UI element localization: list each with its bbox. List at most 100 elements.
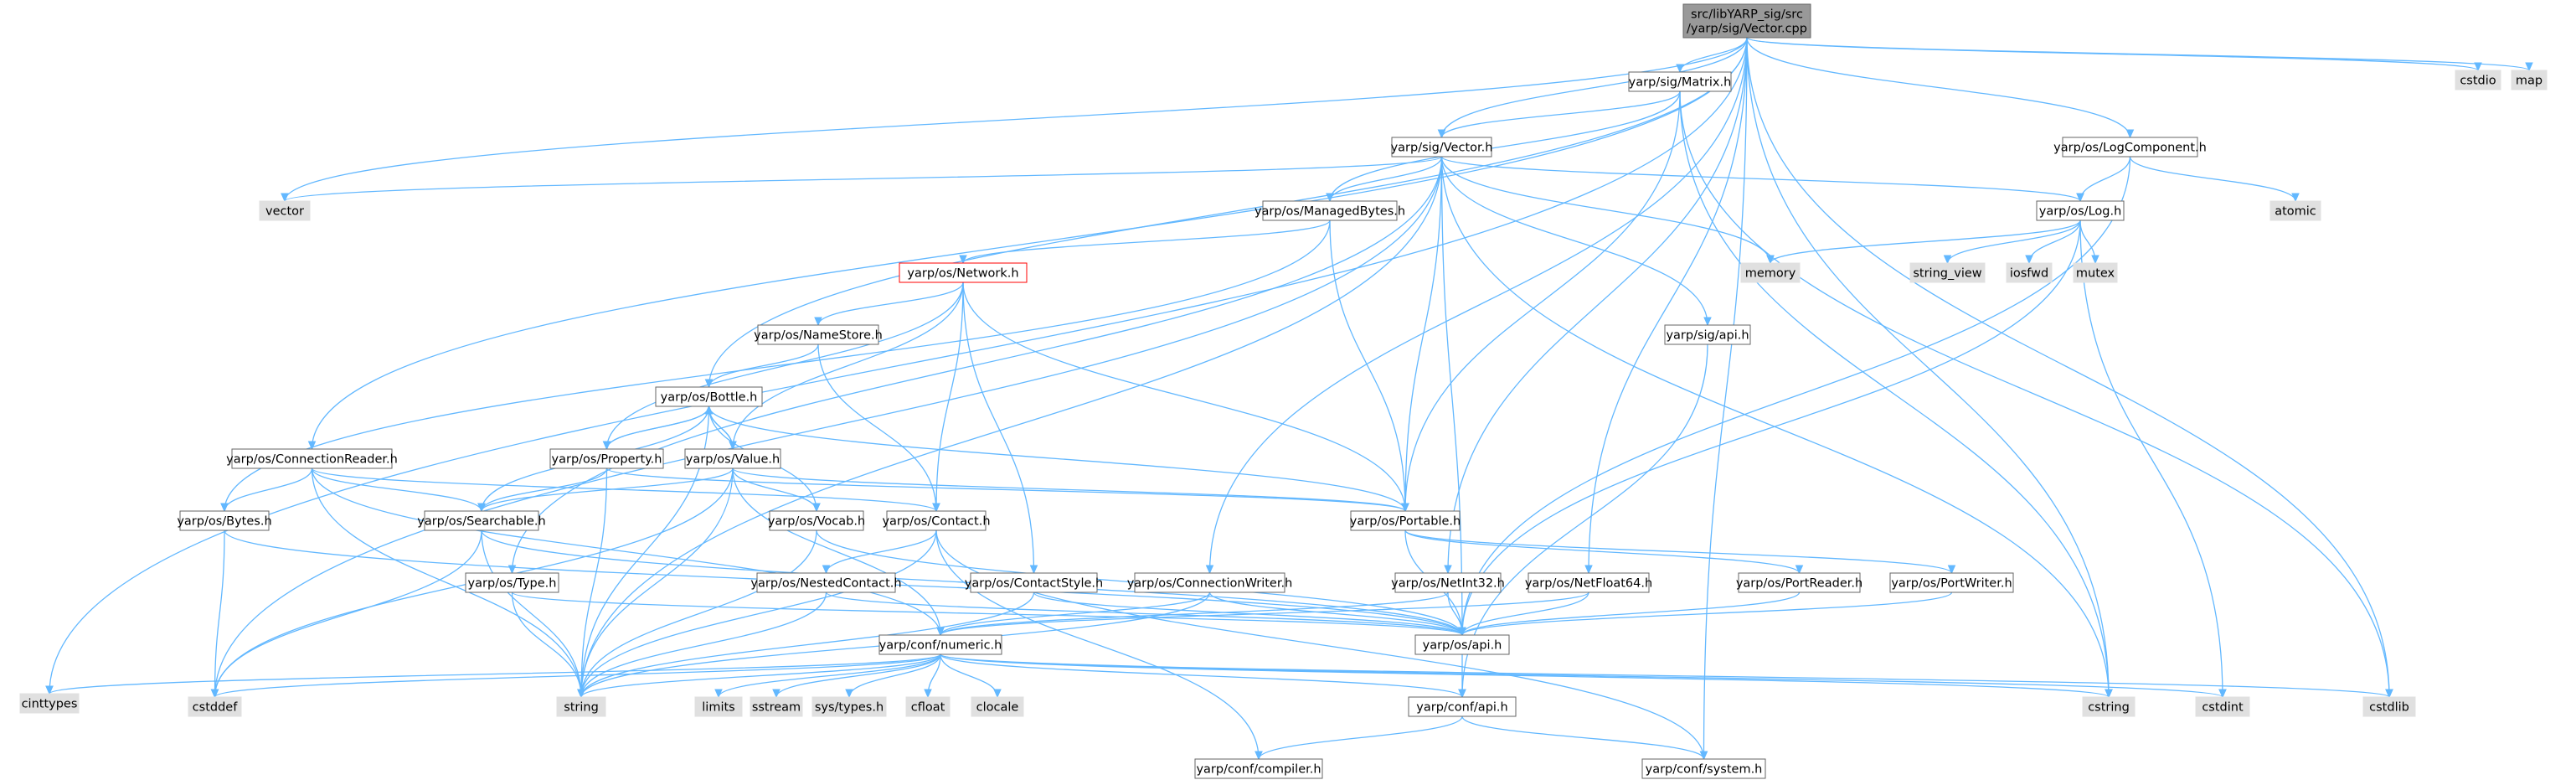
node-box — [2073, 262, 2118, 283]
node-bottle[interactable]: yarp/os/Bottle.h — [655, 386, 763, 407]
node-nestedcontact[interactable]: yarp/os/NestedContact.h — [750, 572, 902, 593]
node-box — [231, 448, 393, 469]
edge-network-to-contactstyle — [962, 282, 1038, 575]
node-network[interactable]: yarp/os/Network.h — [899, 262, 1028, 283]
edge-numeric-to-cstdint — [940, 653, 2227, 699]
edge-numeric-to-cstdlib — [940, 653, 2393, 699]
node-box — [1528, 572, 1650, 593]
edge-logcomponent-to-log — [2076, 156, 2131, 203]
edge-vector_h-to-sigapi — [1440, 156, 1712, 327]
arrowhead — [477, 503, 486, 513]
node-box — [2195, 696, 2250, 717]
edge-log-to-string_view — [1943, 220, 2081, 265]
arrowhead — [704, 379, 714, 389]
edge-network-to-namestore — [814, 282, 964, 327]
edge-confapi-to-compiler — [1255, 715, 1463, 761]
edge-nestedcontact-to-string — [577, 591, 827, 699]
node-system[interactable]: yarp/conf/system.h — [1641, 758, 1766, 779]
node-type[interactable]: yarp/os/Type.h — [465, 572, 559, 593]
node-clocale: clocale — [971, 696, 1024, 717]
node-box — [2269, 200, 2321, 221]
node-box — [2062, 137, 2198, 158]
edge-connectionreader-to-contact — [311, 467, 940, 513]
node-box — [259, 200, 311, 221]
arrowhead — [2125, 129, 2135, 139]
node-box — [756, 572, 896, 593]
node-box — [694, 696, 743, 717]
edge-root-to-cstdlib — [1746, 37, 2393, 699]
node-connectionreader[interactable]: yarp/os/ConnectionReader.h — [226, 448, 398, 469]
arrowhead — [2218, 689, 2227, 699]
edge-network-to-portable — [962, 282, 1409, 513]
arrowhead — [714, 689, 723, 699]
edge-value-to-vocab — [732, 467, 821, 513]
node-vocab[interactable]: yarp/os/Vocab.h — [768, 510, 865, 531]
edge-matrix-to-managedbytes — [1326, 90, 1681, 203]
arrowhead — [932, 503, 940, 513]
node-numeric[interactable]: yarp/conf/numeric.h — [878, 634, 1002, 655]
arrowhead — [220, 503, 229, 513]
node-cstdlib: cstdlib — [2362, 696, 2416, 717]
node-value[interactable]: yarp/os/Value.h — [684, 448, 781, 469]
node-label: yarp/os/Property.h — [552, 453, 662, 467]
edge-property-to-string — [577, 467, 608, 699]
edge-numeric-to-cfloat — [924, 653, 941, 699]
node-label: yarp/os/NetFloat64.h — [1525, 577, 1652, 591]
node-contact[interactable]: yarp/os/Contact.h — [882, 510, 991, 531]
node-label: clocale — [976, 701, 1019, 715]
node-label: yarp/os/LogComponent.h — [2053, 142, 2207, 155]
node-netint32[interactable]: yarp/os/NetInt32.h — [1391, 572, 1505, 593]
node-label: yarp/sig/Matrix.h — [1629, 76, 1732, 90]
node-log[interactable]: yarp/os/Log.h — [2036, 200, 2125, 221]
node-netfloat64[interactable]: yarp/os/NetFloat64.h — [1525, 572, 1652, 593]
arrowhead — [2525, 62, 2533, 72]
node-vector: vector — [259, 200, 311, 221]
node-root[interactable]: src/libYARP_sig/src/yarp/sig/Vector.cpp — [1682, 3, 1811, 39]
arrowhead — [1326, 193, 1334, 203]
node-osapi[interactable]: yarp/os/api.h — [1414, 634, 1510, 655]
node-label: yarp/os/Contact.h — [882, 515, 990, 529]
node-label: yarp/os/Log.h — [2039, 205, 2122, 219]
node-box — [899, 262, 1028, 283]
node-box — [2362, 696, 2416, 717]
node-portwriter[interactable]: yarp/os/PortWriter.h — [1889, 572, 2014, 593]
node-contactstyle[interactable]: yarp/os/ContactStyle.h — [965, 572, 1103, 593]
node-property[interactable]: yarp/os/Property.h — [549, 448, 664, 469]
node-label: /yarp/sig/Vector.cpp — [1687, 23, 1807, 36]
node-label: memory — [1745, 267, 1796, 281]
node-confapi[interactable]: yarp/conf/api.h — [1408, 696, 1517, 717]
arrowhead — [577, 689, 585, 699]
node-vector_h[interactable]: yarp/sig/Vector.h — [1391, 137, 1493, 158]
arrowhead — [2091, 255, 2099, 265]
node-box — [1738, 572, 1861, 593]
node-matrix[interactable]: yarp/sig/Matrix.h — [1628, 71, 1732, 92]
node-box — [1664, 324, 1751, 345]
node-searchable[interactable]: yarp/os/Searchable.h — [417, 510, 546, 531]
node-logcomponent[interactable]: yarp/os/LogComponent.h — [2053, 137, 2207, 158]
node-connectionwriter[interactable]: yarp/os/ConnectionWriter.h — [1127, 572, 1293, 593]
node-namestore[interactable]: yarp/os/NameStore.h — [754, 324, 883, 345]
arrowhead — [1029, 565, 1038, 575]
node-label: mutex — [2076, 267, 2115, 281]
edge-portable-to-portwriter — [1404, 529, 1956, 575]
arrowhead — [1444, 565, 1452, 575]
node-box — [750, 696, 803, 717]
node-managedbytes[interactable]: yarp/os/ManagedBytes.h — [1255, 200, 1405, 221]
arrowhead — [2474, 62, 2482, 72]
edge-type-to-string — [511, 591, 585, 699]
node-portreader[interactable]: yarp/os/PortReader.h — [1736, 572, 1862, 593]
node-compiler[interactable]: yarp/conf/compiler.h — [1194, 758, 1323, 779]
node-label: sstream — [752, 701, 801, 715]
node-box — [1262, 200, 1398, 221]
node-sigapi[interactable]: yarp/sig/api.h — [1664, 324, 1751, 345]
arrowhead — [1205, 565, 1214, 575]
node-label: yarp/os/Value.h — [686, 453, 780, 467]
node-bytes[interactable]: yarp/os/Bytes.h — [177, 510, 272, 531]
node-label: cstdint — [2202, 701, 2244, 715]
arrowhead — [1584, 565, 1593, 575]
arrowhead — [1699, 751, 1708, 761]
node-cstring: cstring — [2082, 696, 2136, 717]
node-portable[interactable]: yarp/os/Portable.h — [1350, 510, 1461, 531]
node-box — [1350, 510, 1461, 531]
